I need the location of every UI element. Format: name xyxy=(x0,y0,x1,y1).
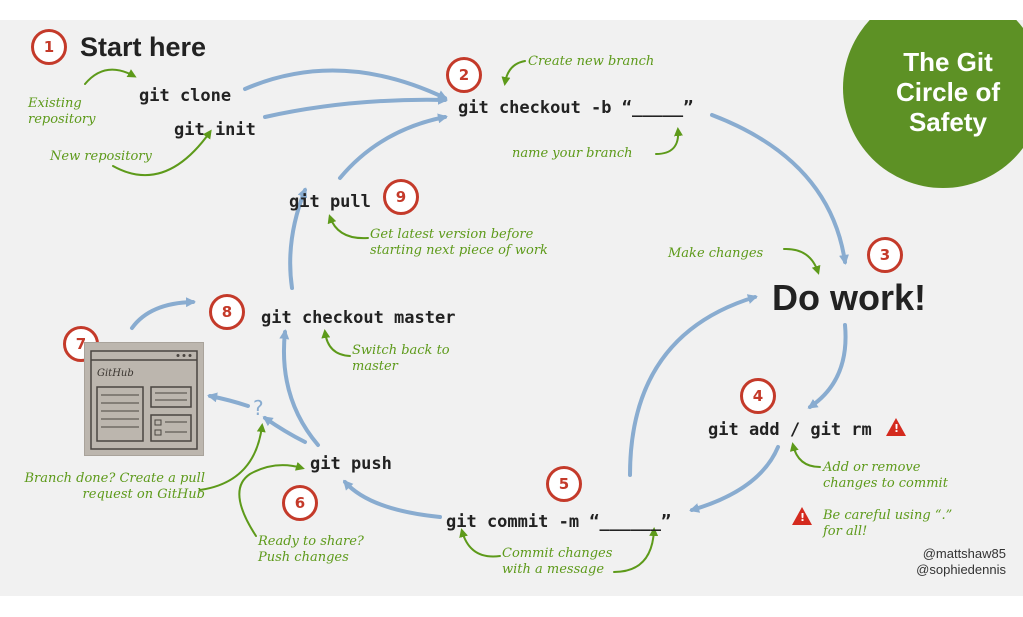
step-badge-1: 1 xyxy=(31,29,67,65)
note-get-latest: Get latest version before starting next … xyxy=(370,227,548,258)
cmd-git-commit: git commit -m “______” xyxy=(446,512,672,532)
warning-icon-legend: ! xyxy=(792,507,812,525)
note-branch-done: Branch done? Create a pull request on Gi… xyxy=(24,471,205,502)
github-window-icon: GitHub xyxy=(90,350,198,450)
note-existing-repository: Existing repository xyxy=(28,96,96,127)
sketch-label: GitHub xyxy=(97,368,134,379)
arrow-commit-to-push xyxy=(343,479,442,519)
credit-mattshaw85: @mattshaw85 xyxy=(922,546,1006,561)
github-sketch: GitHub xyxy=(84,342,204,456)
note-name-your-branch: name your branch xyxy=(512,146,633,161)
cmd-git-pull: git pull xyxy=(289,192,371,212)
note-switch-back: Switch back to master xyxy=(352,343,450,374)
cmd-git-checkout-b: git checkout -b “_____” xyxy=(458,98,694,118)
arrow-dowork-to-add xyxy=(807,323,848,409)
step-badge-6: 6 xyxy=(282,485,318,521)
arrow-checkout-to-dowork xyxy=(710,113,849,265)
start-here-label: Start here xyxy=(80,32,207,62)
step-badge-4: 4 xyxy=(740,378,776,414)
credits: @mattshaw85 @sophiedennis xyxy=(914,546,1006,578)
warning-icon: ! xyxy=(886,418,906,436)
note-commit-changes: Commit changes with a message xyxy=(502,546,613,577)
cmd-git-init: git init xyxy=(174,120,256,140)
note-create-new-branch: Create new branch xyxy=(528,54,655,69)
credit-sophiedennis: @sophiedennis xyxy=(916,562,1006,577)
cmd-git-clone: git clone xyxy=(139,86,232,106)
arrow-add-to-commit xyxy=(689,445,780,513)
question-mark: ? xyxy=(253,396,264,420)
step-badge-9: 9 xyxy=(383,179,419,215)
diagram-title: The Git Circle of Safety xyxy=(895,47,1001,137)
do-work-label: Do work! xyxy=(772,277,927,318)
note-new-repository: New repository xyxy=(50,149,152,164)
step-badge-8: 8 xyxy=(209,294,245,330)
arrow-github-to-checkout-master xyxy=(130,297,196,330)
arrow-pull-to-checkout xyxy=(338,113,448,180)
note-ready-to-share: Ready to share? Push changes xyxy=(258,534,364,565)
cmd-git-add-rm: git add / git rm xyxy=(708,420,872,440)
note-add-or-remove: Add or remove changes to commit xyxy=(823,460,948,491)
step-badge-5: 5 xyxy=(546,466,582,502)
title-circle xyxy=(843,20,1023,188)
arrow-push-to-question xyxy=(262,416,307,444)
step-badge-3: 3 xyxy=(867,237,903,273)
cmd-git-checkout-master: git checkout master xyxy=(261,308,456,328)
cmd-git-push: git push xyxy=(310,454,392,474)
arrow-clone-to-checkout xyxy=(243,68,448,100)
arrow-question-to-github xyxy=(207,392,250,408)
arrow-init-to-checkout xyxy=(263,94,448,119)
flow-arrows xyxy=(84,60,849,573)
arrow-checkout-master-to-pull xyxy=(288,187,308,290)
arrow-push-to-checkout-master xyxy=(279,329,320,447)
slide: The Git Circle of Safety 1 Start here gi… xyxy=(0,20,1023,596)
arrow-commit-to-dowork xyxy=(628,294,758,477)
note-make-changes: Make changes xyxy=(668,246,764,261)
note-be-careful: Be careful using “.” for all! xyxy=(823,508,953,539)
step-badge-2: 2 xyxy=(446,57,482,93)
